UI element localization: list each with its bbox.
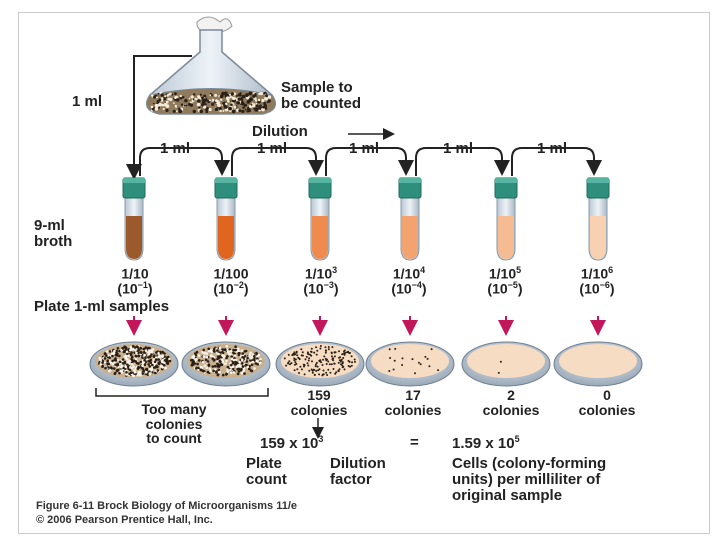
petri-agar-5 bbox=[467, 344, 545, 378]
transfer-label-4: 1 ml bbox=[443, 140, 474, 157]
tube-liquid-2 bbox=[218, 216, 234, 259]
too-many-bracket bbox=[95, 388, 269, 397]
petri-dish-3 bbox=[275, 341, 365, 387]
equation-left: 159 x 103 bbox=[260, 434, 324, 452]
tube-5 bbox=[494, 177, 518, 261]
tube-6 bbox=[586, 177, 610, 261]
petri-dishes bbox=[89, 341, 643, 387]
petri-agar-6 bbox=[559, 344, 637, 378]
dilution-label-tube-2: 1/100 (10−2) bbox=[213, 265, 249, 297]
tube-liquid-5 bbox=[498, 216, 514, 259]
tube-4 bbox=[398, 177, 422, 261]
figure-caption-line-2: © 2006 Pearson Prentice Hall, Inc. bbox=[36, 514, 213, 526]
transfer-label-1: 1 ml bbox=[160, 140, 191, 157]
petri-agar-4 bbox=[371, 344, 449, 378]
equation-equals: = bbox=[410, 434, 419, 451]
dilution-label-tube-1: 1/10 (10−1) bbox=[117, 265, 153, 297]
tube-liquid-3 bbox=[312, 216, 328, 259]
dilution-label-tube-3: 1/103 (10−3) bbox=[303, 265, 339, 297]
flask-transfer-label: 1 ml bbox=[72, 93, 103, 110]
transfer-arrow-1 bbox=[139, 147, 230, 176]
transfer-label-3: 1 ml bbox=[349, 140, 380, 157]
tube-liquid-4 bbox=[402, 216, 418, 259]
transfer-label-5: 1 ml bbox=[537, 140, 568, 157]
tube-1 bbox=[122, 177, 146, 261]
transfer-arrow-4 bbox=[415, 147, 510, 176]
tube-2 bbox=[214, 177, 238, 261]
petri-dish-4 bbox=[365, 341, 455, 387]
plate-samples-label: Plate 1-ml samples bbox=[34, 298, 170, 315]
transfer-arrow-3 bbox=[325, 147, 414, 176]
transfer-arrow-5 bbox=[511, 147, 602, 176]
flask bbox=[145, 16, 277, 115]
flask-transfer-arrow bbox=[126, 55, 192, 180]
transfer-arrow-2 bbox=[231, 147, 324, 176]
tube-liquid-1 bbox=[126, 216, 142, 259]
tube-liquid-6 bbox=[590, 216, 606, 259]
transfer-label-2: 1 ml bbox=[257, 140, 288, 157]
plating-arrows bbox=[126, 316, 606, 336]
petri-dish-5 bbox=[461, 341, 551, 387]
tubes bbox=[122, 177, 610, 261]
transfer-arrows bbox=[139, 147, 602, 176]
equation-right: 1.59 x 105 bbox=[452, 434, 520, 452]
figure-caption-line-1: Figure 6-11 Brock Biology of Microorgani… bbox=[36, 500, 298, 512]
dilution-label-tube-6: 1/106 (10−6) bbox=[579, 265, 615, 297]
petri-dish-2 bbox=[181, 341, 271, 387]
dilution-label-tube-4: 1/104 (10−4) bbox=[391, 265, 427, 297]
petri-dish-1 bbox=[89, 341, 179, 387]
tube-3 bbox=[308, 177, 332, 261]
dilution-label-tube-5: 1/105 (10−5) bbox=[487, 265, 523, 297]
petri-dish-6 bbox=[553, 341, 643, 387]
dilution-label: Dilution bbox=[252, 123, 308, 140]
flask-culture-dots bbox=[150, 91, 272, 114]
